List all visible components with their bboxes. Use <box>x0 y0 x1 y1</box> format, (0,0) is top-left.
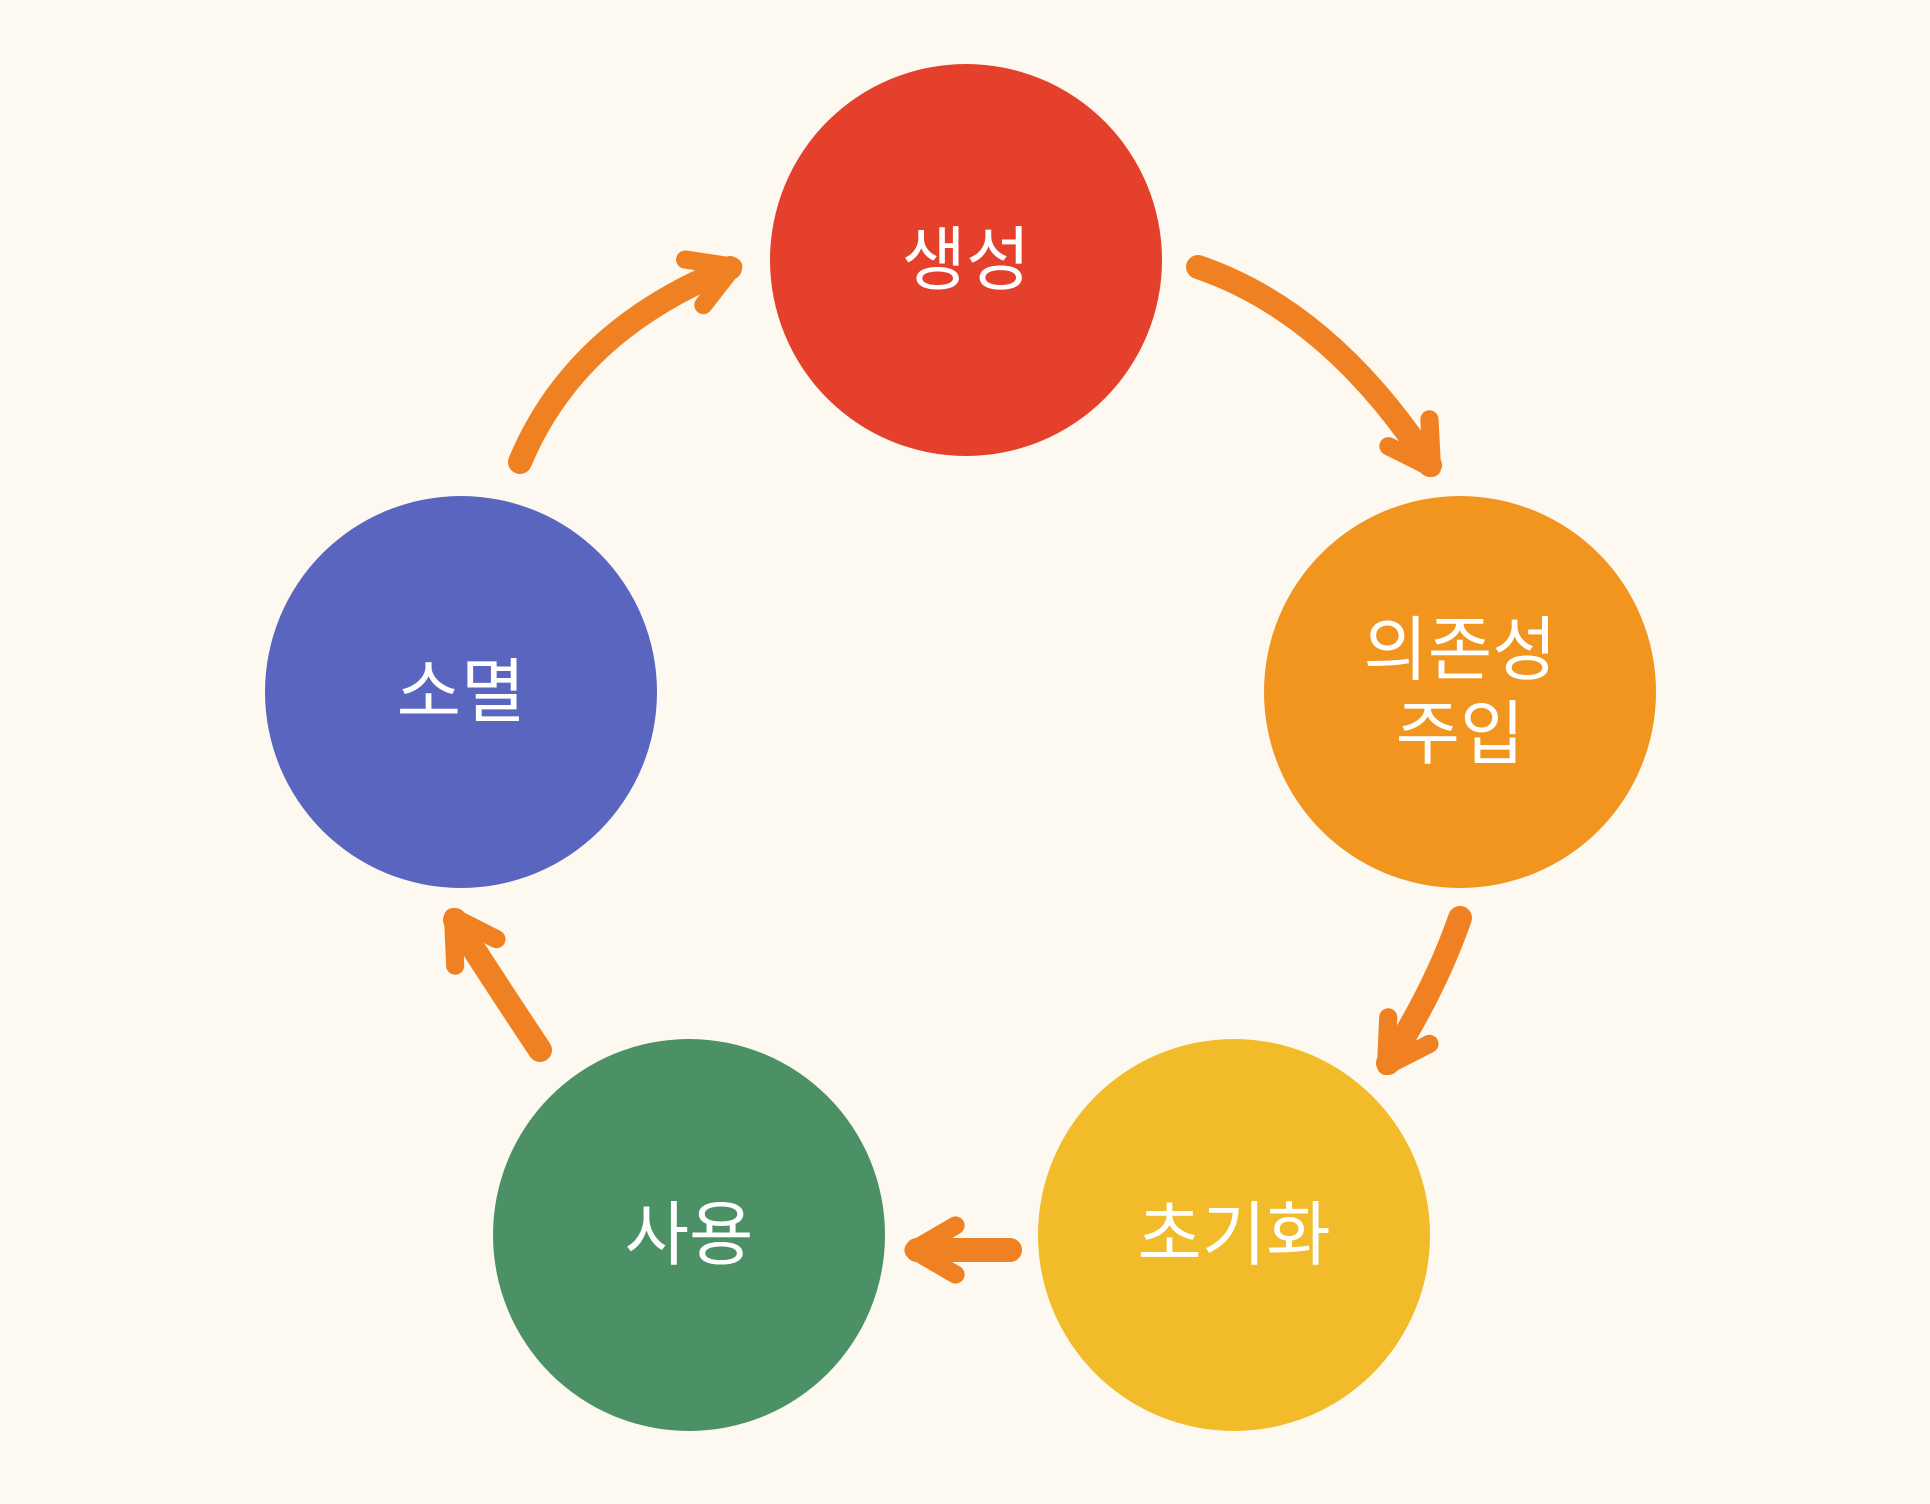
node-use: 사용 <box>493 1039 885 1431</box>
arrow-create-to-inject <box>1186 255 1442 478</box>
node-destroy-label: 소멸 <box>397 651 526 733</box>
arrow-inject-to-init <box>1376 906 1472 1076</box>
node-initialize-label: 초기화 <box>1137 1194 1330 1276</box>
node-use-circle <box>493 1039 885 1431</box>
node-use-label: 사용 <box>625 1194 754 1276</box>
node-dependency-injection-label: 의존성 <box>1363 609 1556 691</box>
node-dependency-injection-circle <box>1264 496 1656 888</box>
node-initialize: 초기화 <box>1038 1039 1430 1431</box>
arrow-destroy-to-create <box>508 250 743 474</box>
node-destroy-circle <box>265 496 657 888</box>
node-initialize-circle <box>1038 1039 1430 1431</box>
arrow-use-to-destroy <box>443 907 552 1062</box>
node-create-label: 생성 <box>902 219 1031 301</box>
node-dependency-injection-label: 주입 <box>1396 693 1525 775</box>
node-create-circle <box>770 64 1162 456</box>
node-create: 생성 <box>770 64 1162 456</box>
node-destroy: 소멸 <box>265 496 657 888</box>
arrows-layer <box>443 250 1472 1284</box>
